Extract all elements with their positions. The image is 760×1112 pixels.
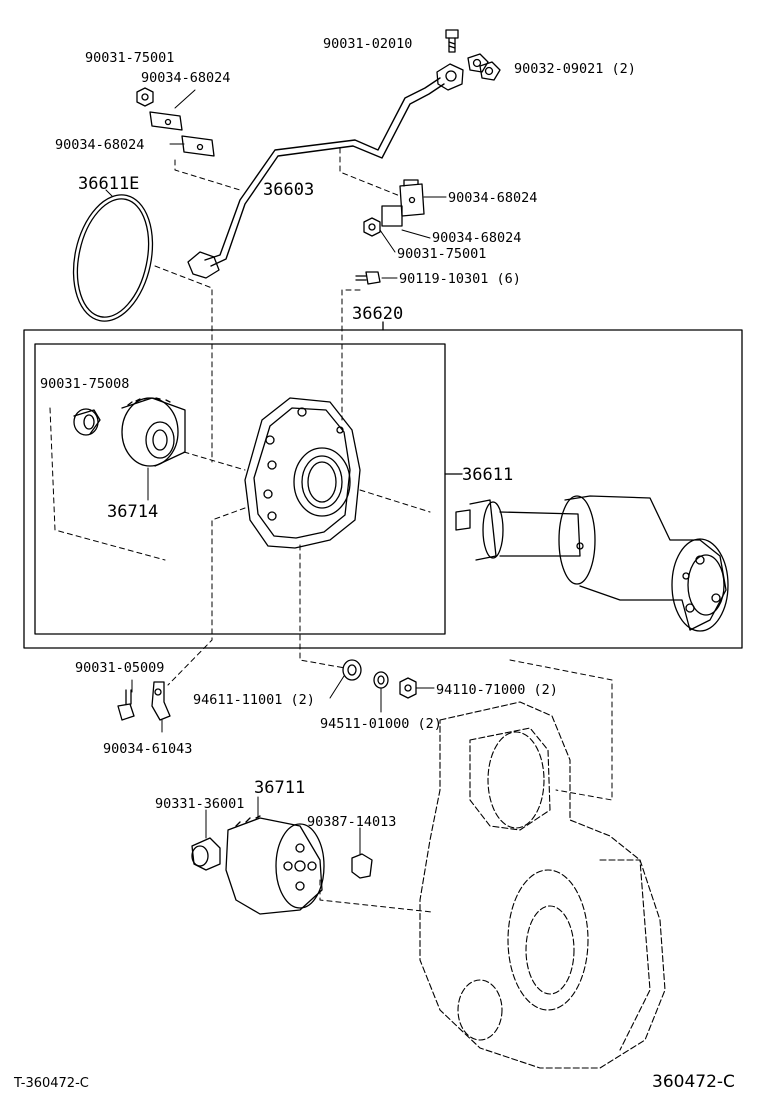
assembly-box-36611 — [35, 344, 445, 634]
bushing-icon — [352, 854, 372, 878]
label-36711: 36711 — [254, 778, 306, 798]
clamp-icon — [382, 180, 424, 226]
label-90331-36001: 90331-36001 — [155, 796, 245, 812]
washer-icon — [343, 660, 361, 680]
label-90031-05009: 90031-05009 — [75, 660, 165, 676]
label-94611-11001: 94611-11001 (2) — [193, 692, 315, 708]
label-36714: 36714 — [107, 502, 159, 522]
o-ring-icon — [63, 187, 164, 328]
label-36611: 36611 — [462, 465, 514, 485]
nut-icon — [364, 218, 380, 236]
label-90031-75001-top: 90031-75001 — [85, 50, 175, 66]
label-90031-75001-right: 90031-75001 — [397, 246, 487, 262]
bolt-icon — [356, 272, 380, 284]
pump-housing-icon — [245, 398, 360, 548]
shaft-assembly-icon — [456, 496, 728, 631]
label-90034-61043: 90034-61043 — [103, 741, 193, 757]
footer-right-code: 360472-C — [652, 1072, 735, 1092]
label-90032-09021: 90032-09021 (2) — [514, 61, 636, 77]
bearing-icon — [122, 398, 185, 466]
bracket-icon — [152, 682, 170, 720]
label-90119-10301: 90119-10301 (6) — [399, 271, 521, 287]
clamp-icon — [150, 112, 214, 156]
lock-washer-icon — [374, 672, 388, 688]
gasket-icon — [468, 54, 500, 80]
bolt-icon — [118, 690, 134, 720]
transfer-case-icon — [420, 702, 665, 1068]
label-90031-02010: 90031-02010 — [323, 36, 413, 52]
label-90034-68024-c: 90034-68024 — [448, 190, 538, 206]
label-90034-68024-d: 90034-68024 — [432, 230, 522, 246]
spacer-icon — [74, 409, 100, 435]
label-36611E: 36611E — [78, 174, 140, 194]
oil-pipe-icon — [188, 64, 463, 278]
label-90034-68024-a: 90034-68024 — [141, 70, 231, 86]
label-90034-68024-b: 90034-68024 — [55, 137, 145, 153]
label-36603: 36603 — [263, 180, 315, 200]
label-36620: 36620 — [352, 304, 404, 324]
nut-icon — [400, 678, 416, 698]
label-94110-71000: 94110-71000 (2) — [436, 682, 558, 698]
plug-icon — [192, 838, 220, 870]
label-94511-01000: 94511-01000 (2) — [320, 716, 442, 732]
label-90031-75008: 90031-75008 — [40, 376, 130, 392]
label-90387-14013: 90387-14013 — [307, 814, 397, 830]
dashed-leaders — [50, 148, 612, 912]
nut-icon — [137, 88, 153, 106]
drive-gear-icon — [226, 816, 324, 914]
footer-left-code: T-360472-C — [14, 1076, 89, 1091]
bolt-icon — [446, 30, 458, 52]
